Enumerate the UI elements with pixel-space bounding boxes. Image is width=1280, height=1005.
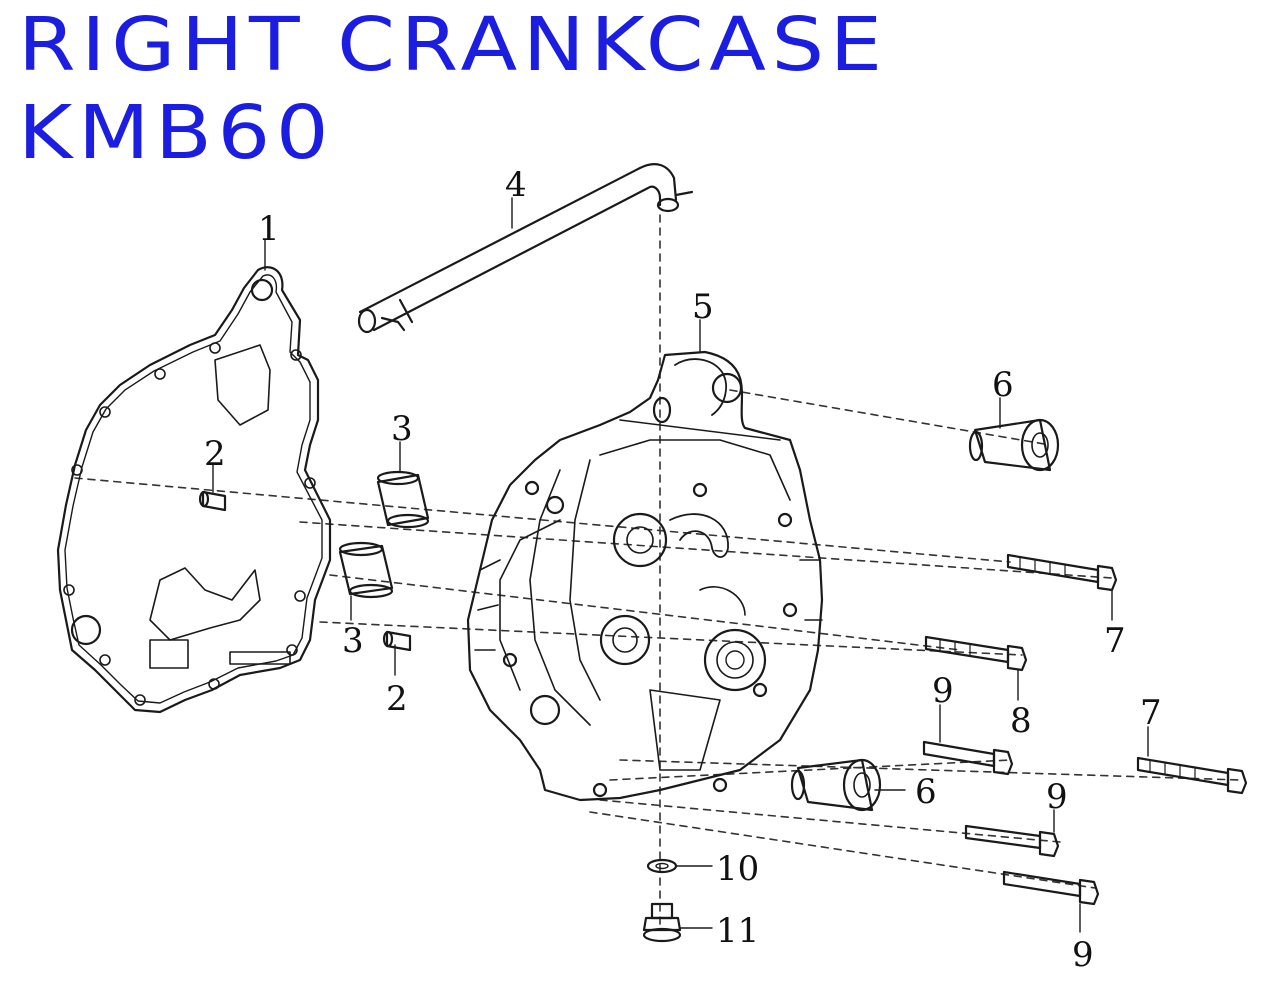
callout-2-upper: 2 (204, 434, 226, 474)
callout-4: 4 (505, 165, 527, 205)
model-name: KMB60 (18, 90, 335, 176)
part-bolt-9-c (1002, 870, 1100, 906)
callout-11: 11 (716, 911, 759, 951)
callout-9-b: 9 (1046, 777, 1068, 817)
part-bushing-lower (338, 541, 394, 599)
part-seal-lower (790, 758, 882, 812)
diagram-title: RIGHT CRANKCASE (18, 2, 888, 88)
callout-labels: 1 2 2 3 3 4 5 6 6 7 7 8 9 9 9 10 11 (204, 165, 1162, 975)
part-seal-upper (968, 418, 1060, 472)
part-bolt-8 (924, 635, 1028, 672)
leader-lines (212, 197, 1149, 933)
gasket-bolt-holes (63, 342, 316, 706)
callout-5: 5 (692, 287, 714, 327)
part-dowel-pin-upper (198, 490, 227, 512)
callout-7-lower: 7 (1140, 693, 1162, 733)
part-washer (646, 858, 678, 874)
callout-2-lower: 2 (386, 679, 408, 719)
part-bolt-7-lower (1136, 756, 1248, 795)
part-bolt-9-b (964, 824, 1060, 858)
callout-3-upper: 3 (391, 409, 413, 449)
part-bushing-upper (376, 470, 430, 529)
part-drain-bolt (642, 902, 682, 943)
part-dowel-pin-lower (382, 630, 412, 652)
callout-6-lower: 6 (915, 772, 937, 812)
callout-9-a: 9 (932, 671, 954, 711)
callout-1: 1 (258, 209, 280, 249)
callout-3-lower: 3 (342, 621, 364, 661)
callout-9-c: 9 (1072, 935, 1094, 975)
assembly-center-lines (74, 214, 1241, 931)
part-bolt-9-a (922, 740, 1014, 776)
part-right-crankcase (466, 350, 824, 802)
part-breather-tube (357, 163, 694, 334)
part-bolt-7-upper (1006, 553, 1118, 592)
callout-8: 8 (1010, 701, 1032, 741)
callout-7-upper: 7 (1104, 621, 1126, 661)
callout-10: 10 (716, 849, 759, 889)
part-gasket (56, 266, 332, 714)
callout-6-upper: 6 (992, 365, 1014, 405)
